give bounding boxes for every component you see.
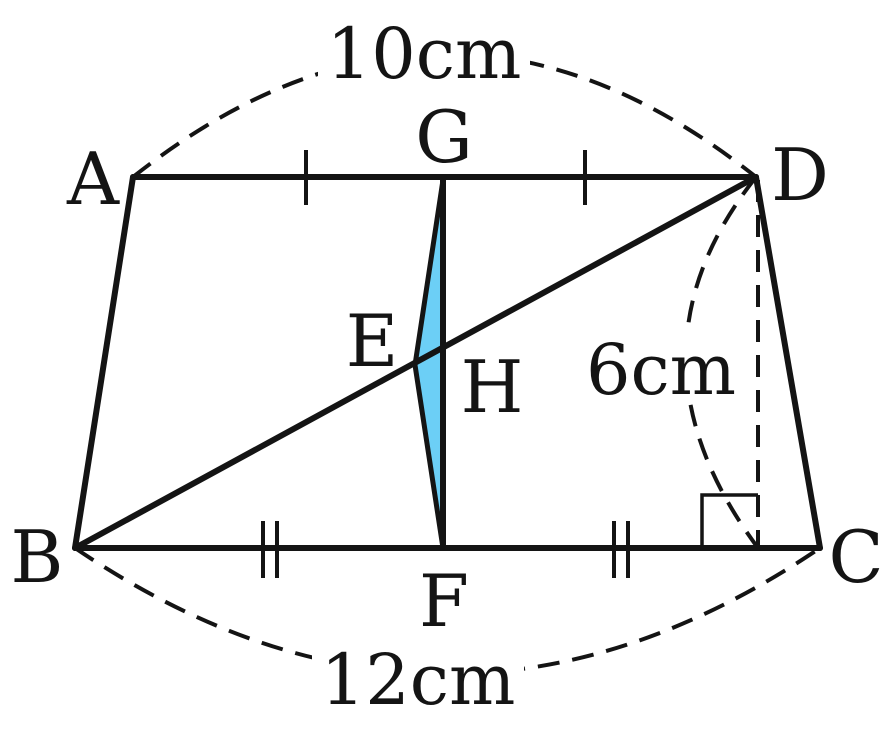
point-label-c: C — [828, 515, 883, 599]
double-tick-fc — [612, 521, 630, 578]
point-label-h: H — [461, 345, 524, 429]
point-label-d: D — [771, 133, 829, 217]
point-label-b: B — [11, 515, 64, 599]
right-angle-mark — [700, 493, 758, 548]
diagonal-bd — [72, 174, 759, 551]
dim-label-height: 6cm — [586, 329, 736, 411]
dim-label-bottom: 12cm — [321, 639, 516, 721]
side-dc — [753, 174, 823, 551]
arc-top-10cm — [131, 51, 758, 179]
point-label-g: G — [415, 95, 473, 179]
shaded-triangle-egf — [412, 177, 446, 551]
point-label-a: A — [66, 137, 120, 221]
dim-label-top: 10cm — [327, 13, 522, 95]
double-tick-bf — [261, 521, 279, 578]
side-ab — [72, 174, 136, 551]
point-label-e: E — [346, 299, 399, 383]
point-label-f: F — [419, 559, 469, 643]
